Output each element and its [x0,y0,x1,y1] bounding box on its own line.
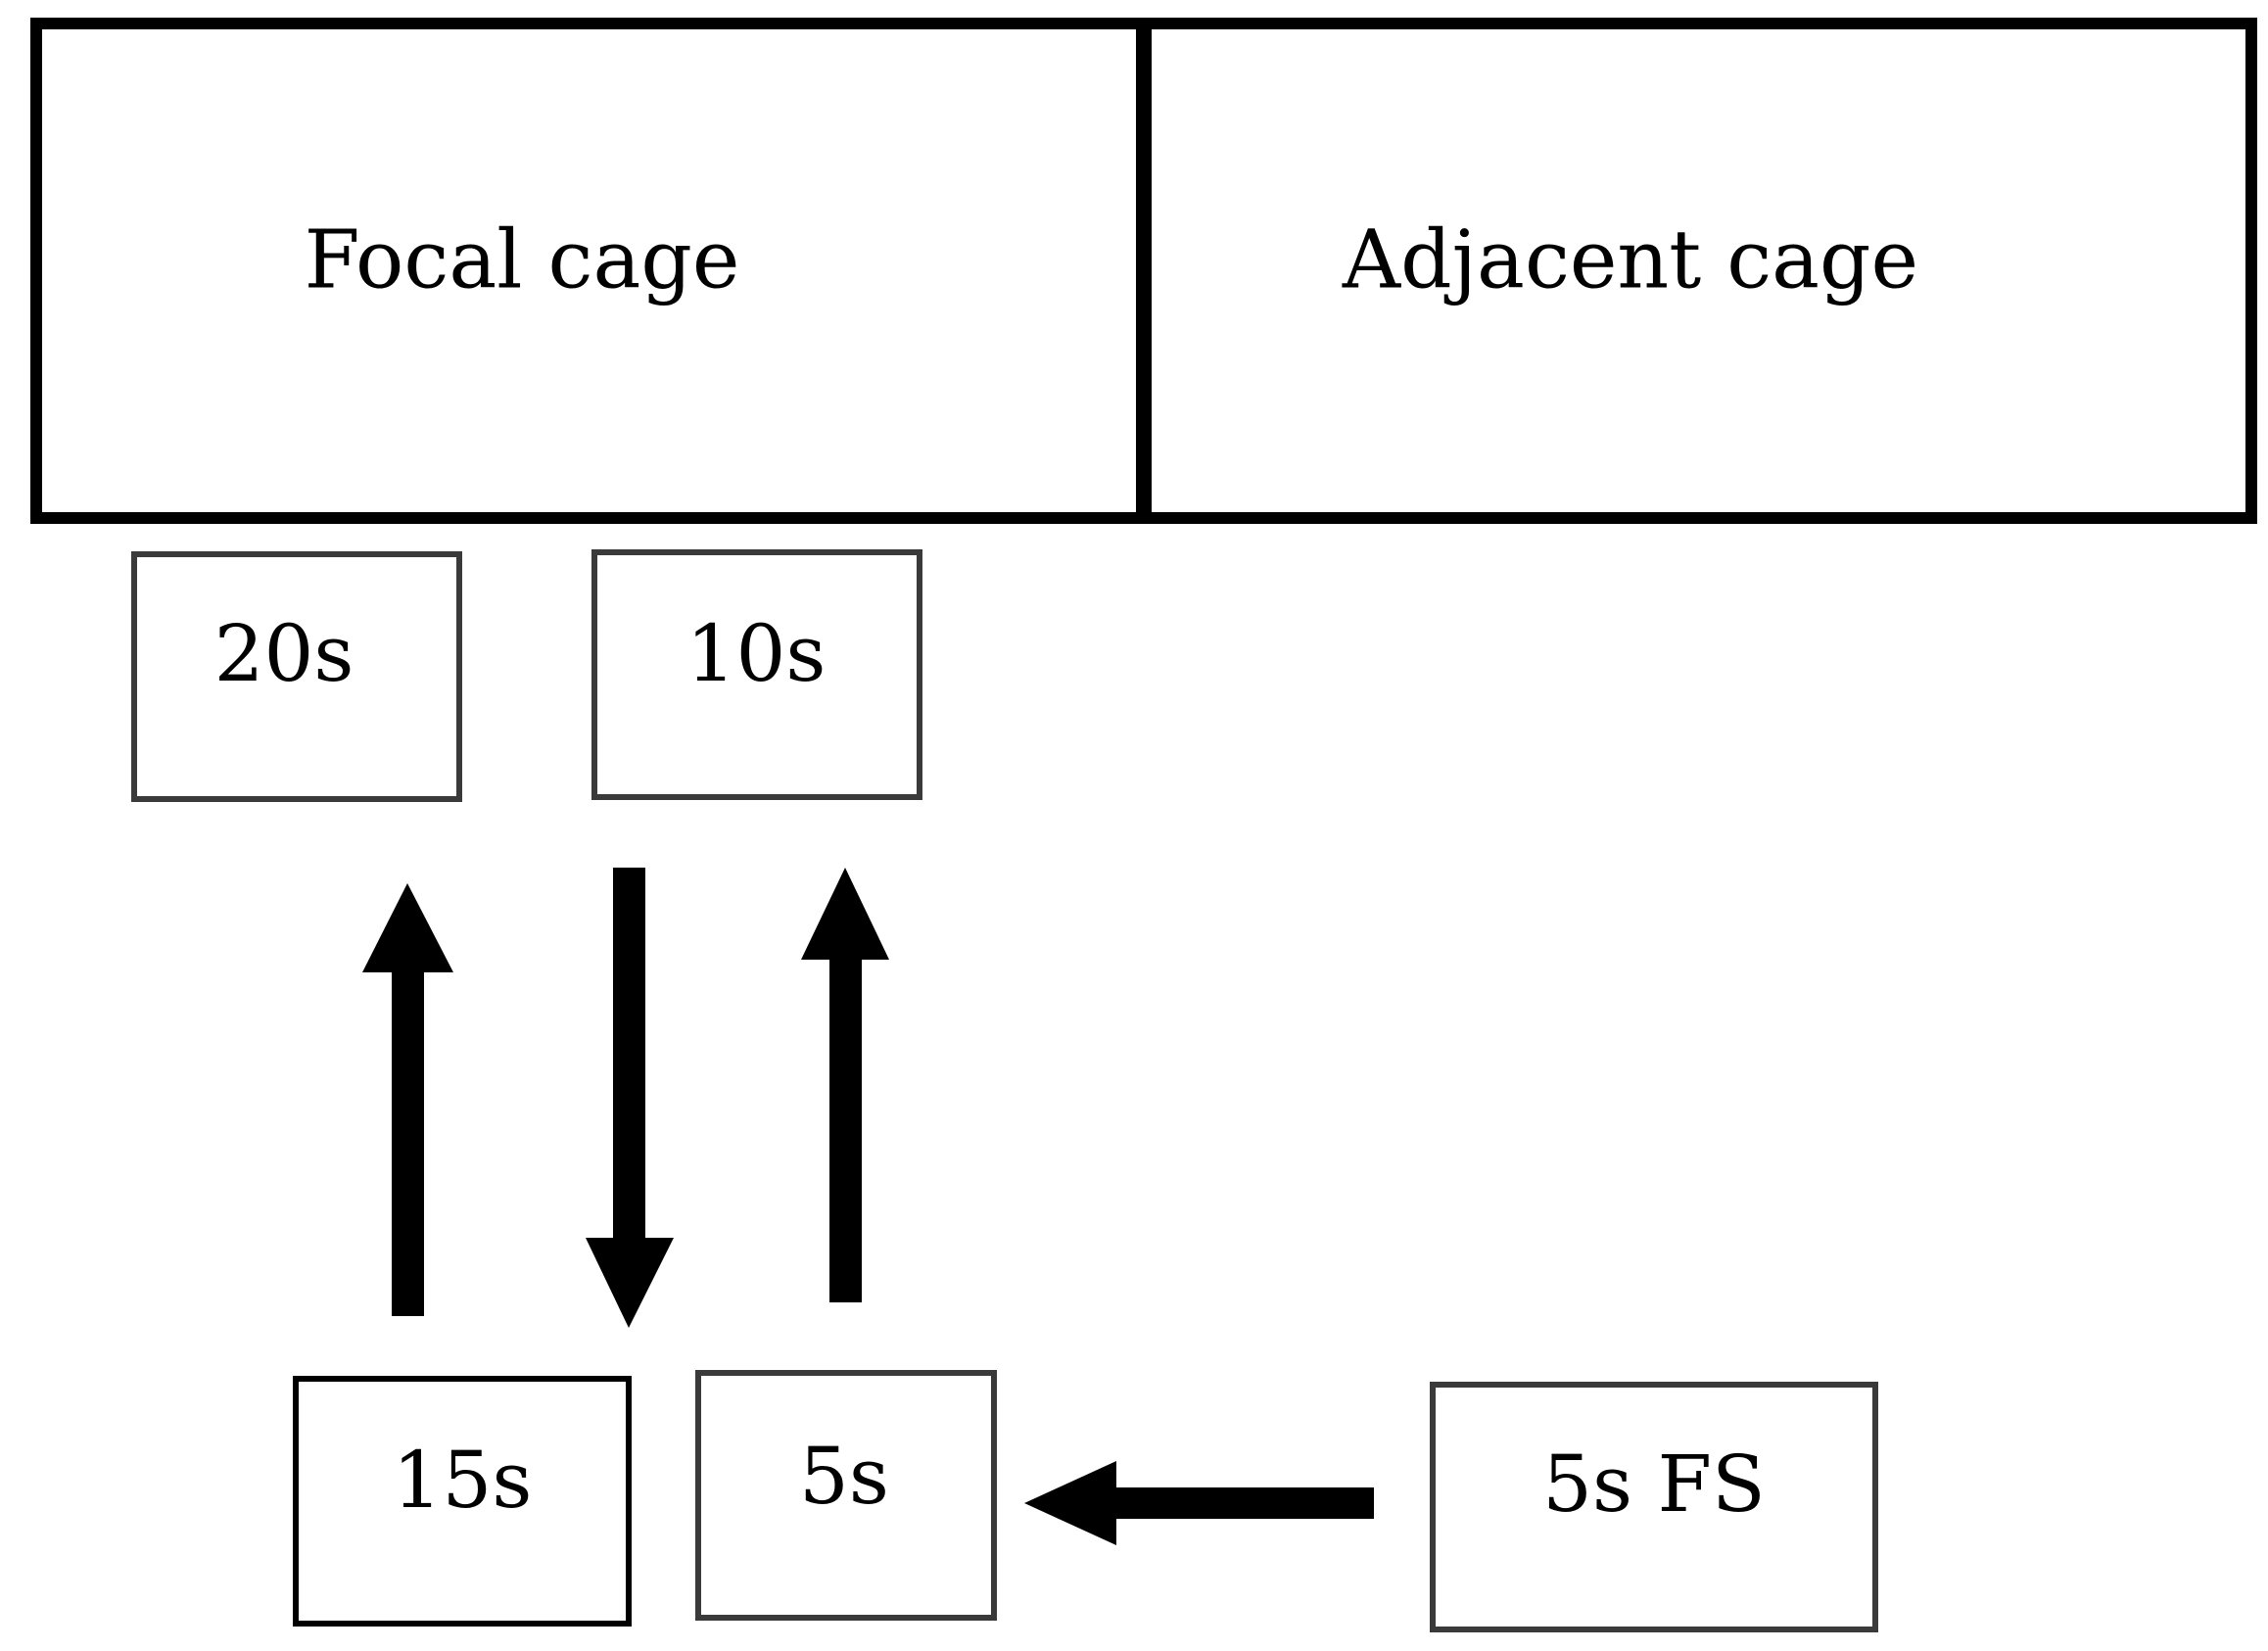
cage-enclosure: Focal cage Adjacent cage [30,18,2257,524]
box-5s [695,1370,997,1621]
time-box-20s: 20s [131,551,462,802]
box-5s-label: 5s [799,1431,889,1522]
box-20s [131,551,462,802]
time-box-5s: 5s [695,1370,997,1621]
box-10s-label: 10s [686,608,827,699]
time-box-5s-fs: 5s FS [1430,1382,1878,1632]
arrow-down-10s-to-15s [586,868,674,1328]
box-10s [591,549,922,800]
box-5s-fs [1430,1382,1878,1632]
box-15s-label: 15s [393,1435,533,1526]
box-5s-fs-label: 5s FS [1542,1439,1766,1530]
time-box-15s: 15s [293,1376,632,1627]
arrow-up-5s-to-10s [801,868,889,1302]
focal-cage-label: Focal cage [305,214,740,307]
adjacent-cage [1138,18,2257,524]
arrow-left-5sfs-to-5s [1024,1461,1374,1545]
box-15s [293,1376,632,1627]
box-20s-label: 20s [214,608,354,699]
arrows [362,868,1374,1545]
time-box-10s: 10s [591,549,922,800]
adjacent-cage-label: Adjacent cage [1342,214,1918,307]
arrow-up-15s-to-20s [362,883,453,1316]
focal-cage [30,18,1150,524]
